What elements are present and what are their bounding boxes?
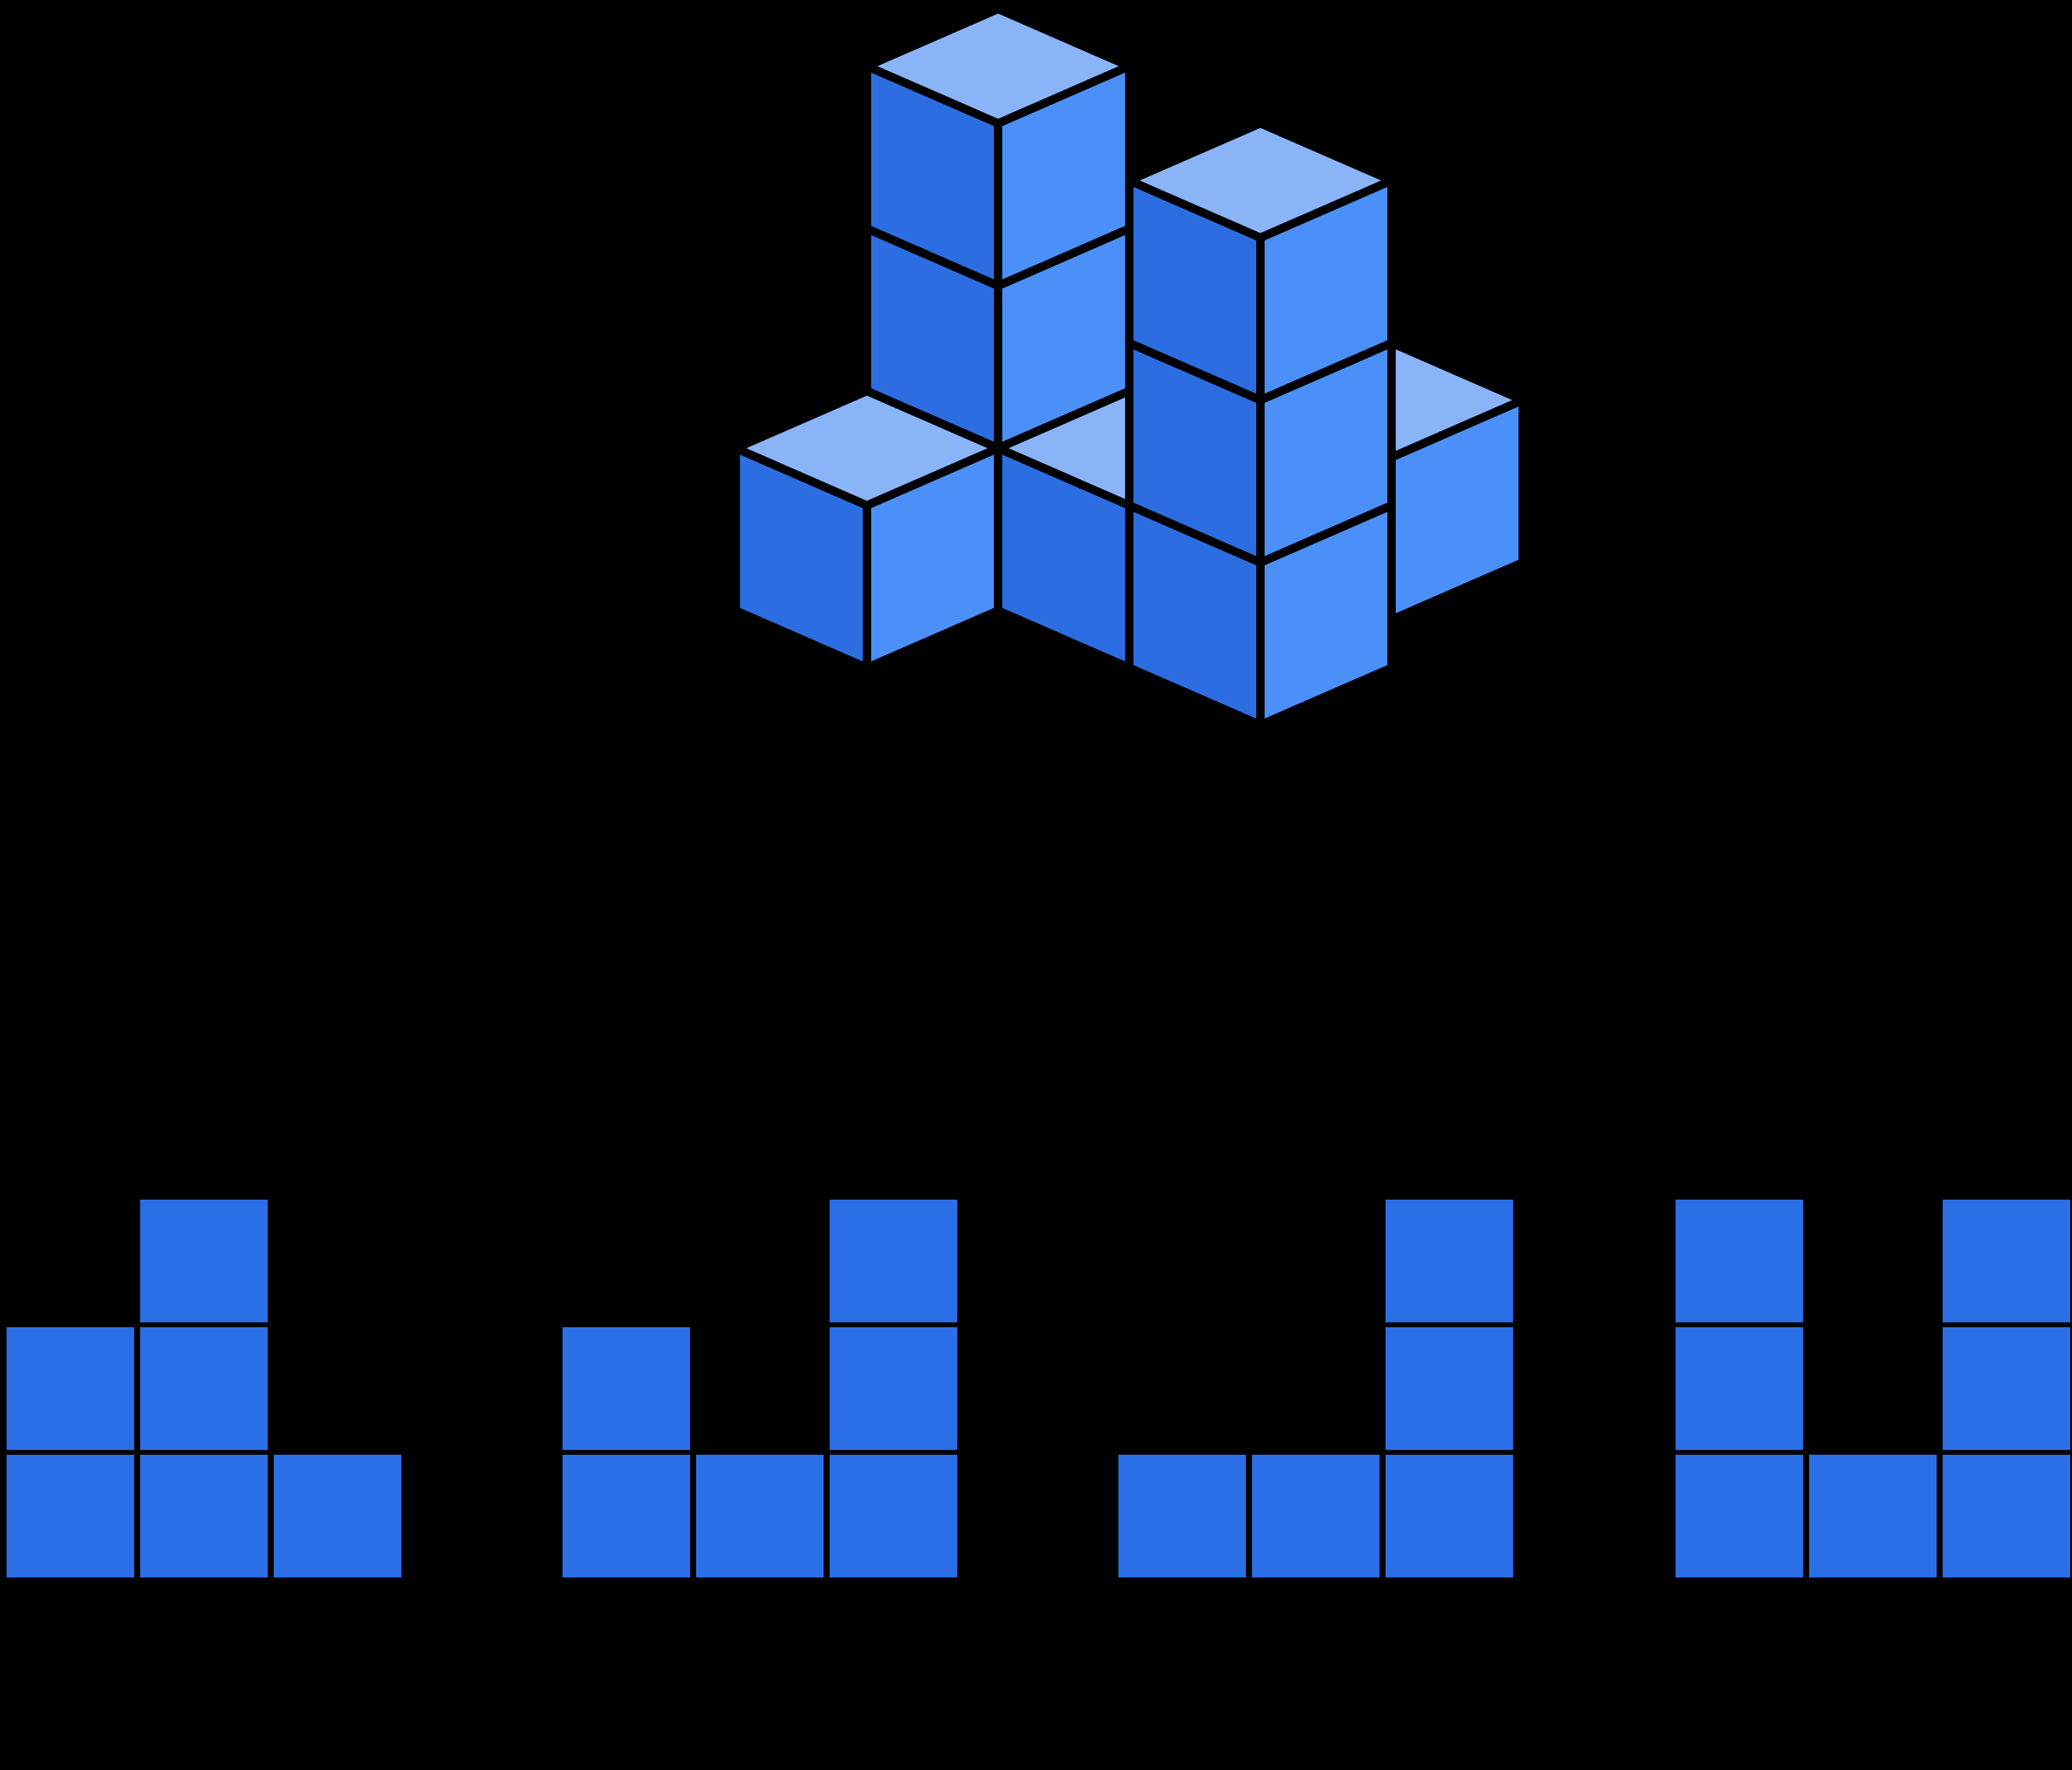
option-1-shape[interactable]: [7, 1200, 401, 1577]
grid-square: [140, 1200, 268, 1322]
answer-options-row: [7, 1200, 2070, 1577]
grid-square: [7, 1455, 134, 1577]
cube-top-face: [1125, 119, 1396, 242]
grid-square: [696, 1455, 824, 1577]
grid-square: [830, 1327, 957, 1450]
grid-square: [1386, 1327, 1513, 1450]
grid-square: [274, 1455, 401, 1577]
grid-square: [830, 1455, 957, 1577]
grid-square: [830, 1200, 957, 1322]
option-2-shape[interactable]: [563, 1200, 957, 1577]
isometric-cube-figure: [732, 5, 1527, 729]
grid-square: [1386, 1200, 1513, 1322]
grid-square: [1676, 1327, 1803, 1450]
cube-top-face: [732, 387, 1002, 510]
grid-square: [1676, 1200, 1803, 1322]
grid-square: [1676, 1455, 1803, 1577]
grid-square: [7, 1327, 134, 1450]
grid-square: [1252, 1455, 1380, 1577]
grid-square: [563, 1327, 690, 1450]
grid-square: [140, 1327, 268, 1450]
grid-square: [1386, 1455, 1513, 1577]
option-3-shape[interactable]: [1118, 1200, 1513, 1577]
grid-square: [140, 1455, 268, 1577]
grid-square: [563, 1455, 690, 1577]
option-4-shape[interactable]: [1676, 1200, 2070, 1577]
grid-square: [1943, 1455, 2070, 1577]
cube-top-face: [863, 5, 1133, 128]
grid-square: [1943, 1327, 2070, 1450]
grid-square: [1943, 1200, 2070, 1322]
grid-square: [1118, 1455, 1246, 1577]
grid-square: [1809, 1455, 1937, 1577]
